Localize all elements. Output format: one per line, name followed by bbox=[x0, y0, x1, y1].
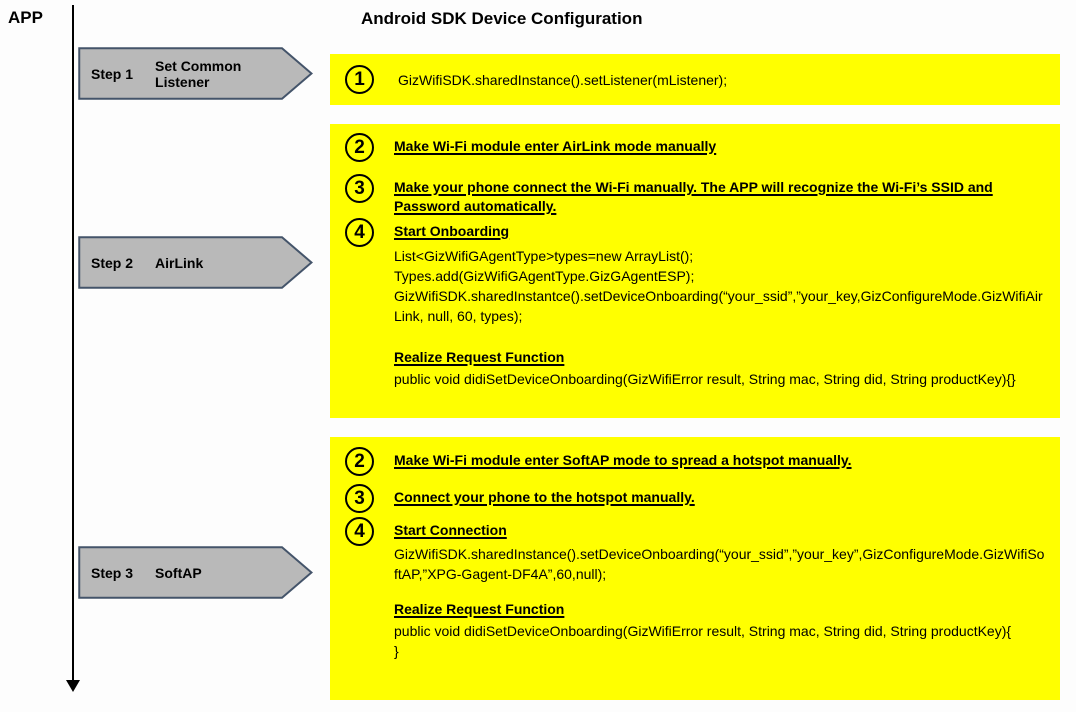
step2-name: AirLink bbox=[155, 254, 204, 271]
airlink-instruction-3: 3 Make your phone connect the Wi-Fi manu… bbox=[345, 174, 1046, 216]
step3-arrow: Step 3 SoftAP bbox=[78, 546, 313, 599]
page-title: Android SDK Device Configuration bbox=[361, 9, 643, 28]
circle-number-icon: 2 bbox=[345, 447, 374, 476]
sub-heading: Realize Request Function bbox=[394, 349, 565, 365]
airlink-instruction-2: 2 Make Wi-Fi module enter AirLink mode m… bbox=[345, 133, 1046, 162]
softap-instruction-4: 4 Start Connection GizWifiSDK.sharedInst… bbox=[345, 517, 1046, 661]
step2-arrow: Step 2 AirLink bbox=[78, 236, 313, 289]
arrow-shape-icon bbox=[78, 47, 313, 100]
step1-arrow: Step 1 Set Common Listener bbox=[78, 47, 313, 100]
circle-number-icon: 1 bbox=[345, 65, 374, 94]
step2-airlink-panel: 2 Make Wi-Fi module enter AirLink mode m… bbox=[330, 124, 1060, 418]
instruction-heading: Make Wi-Fi module enter AirLink mode man… bbox=[394, 138, 717, 154]
instruction-heading: Make Wi-Fi module enter SoftAP mode to s… bbox=[394, 452, 852, 468]
timeline-arrowhead-icon bbox=[66, 680, 80, 692]
step3-name: SoftAP bbox=[155, 564, 202, 581]
code-block: GizWifiSDK.sharedInstance().setDeviceOnb… bbox=[394, 546, 1045, 582]
instruction-heading: Connect your phone to the hotspot manual… bbox=[394, 489, 695, 505]
step1-name: Set Common Listener bbox=[155, 57, 242, 90]
step3-softap-panel: 2 Make Wi-Fi module enter SoftAP mode to… bbox=[330, 437, 1060, 700]
instruction-heading: Start Onboarding bbox=[394, 223, 510, 239]
code-block: public void didiSetDeviceOnboarding(GizW… bbox=[394, 623, 1012, 659]
circle-number-icon: 4 bbox=[345, 218, 374, 247]
arrow-shape-icon bbox=[78, 546, 313, 599]
step3-label: Step 3 bbox=[91, 564, 134, 581]
circle-number-icon: 3 bbox=[345, 174, 374, 203]
instruction-heading: Make your phone connect the Wi-Fi manual… bbox=[394, 179, 993, 214]
circle-number-icon: 2 bbox=[345, 133, 374, 162]
app-label: APP bbox=[8, 8, 43, 27]
sub-heading: Realize Request Function bbox=[394, 601, 565, 617]
code-block: public void didiSetDeviceOnboarding(GizW… bbox=[394, 371, 1016, 387]
step2-label: Step 2 bbox=[91, 254, 134, 271]
circle-number-icon: 3 bbox=[345, 484, 374, 513]
step1-code-panel: 1 GizWifiSDK.sharedInstance().setListene… bbox=[330, 54, 1060, 105]
airlink-instruction-4: 4 Start Onboarding List<GizWifiGAgentTyp… bbox=[345, 218, 1046, 389]
circle-number-icon: 4 bbox=[345, 517, 374, 546]
instruction-heading: Start Connection bbox=[394, 522, 507, 538]
code-block: List<GizWifiGAgentType>types=new ArrayLi… bbox=[394, 248, 1043, 324]
step1-label: Step 1 bbox=[91, 65, 134, 82]
arrow-shape-icon bbox=[78, 236, 313, 289]
softap-instruction-2: 2 Make Wi-Fi module enter SoftAP mode to… bbox=[345, 447, 1046, 476]
timeline-line bbox=[72, 5, 74, 681]
code-block: GizWifiSDK.sharedInstance().setListener(… bbox=[398, 71, 728, 88]
softap-instruction-3: 3 Connect your phone to the hotspot manu… bbox=[345, 484, 1046, 513]
